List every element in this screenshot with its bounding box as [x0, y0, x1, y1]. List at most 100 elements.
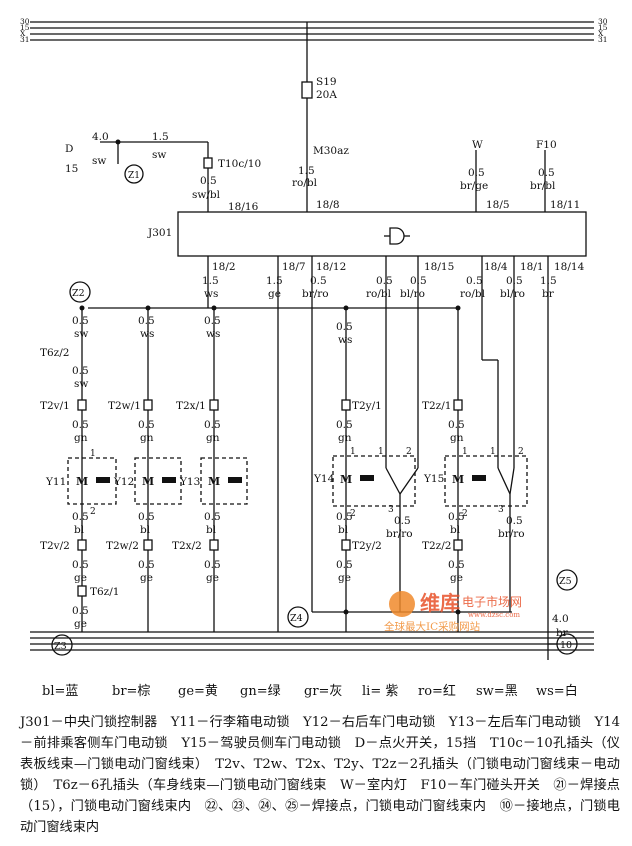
wire-gauge: 0.5 — [538, 167, 555, 179]
legend-item: sw=黑 — [476, 684, 518, 699]
controller-label: J301 — [147, 227, 172, 239]
wire-color: sw — [92, 155, 106, 167]
wire-gauge: 4.0 — [552, 613, 569, 625]
wire-gauge: 0.5 — [204, 559, 221, 571]
legend-item: gn=绿 — [240, 684, 281, 699]
legend-item: ro=红 — [418, 684, 456, 699]
wire-gauge: 0.5 — [72, 511, 89, 523]
wire-color: gn — [74, 432, 88, 444]
connector-label: T2x/2 — [172, 540, 202, 552]
pin-number: 2 — [518, 447, 524, 457]
motor-symbol: M — [76, 475, 88, 488]
figure-caption: J301－中央门锁控制器 Y11－行李箱电动锁 Y12－右后车门电动锁 Y13－… — [20, 715, 620, 835]
pin-number: 1 — [90, 449, 96, 459]
wire-gauge: 0.5 — [448, 419, 465, 431]
ground-point: 10 — [560, 640, 572, 651]
pin-label: 18/2 — [212, 261, 236, 273]
wire-gauge: 0.5 — [204, 419, 221, 431]
wire-gauge: 0.5 — [72, 605, 89, 617]
rail-label-top: 30 — [20, 17, 30, 26]
wire-gauge: 0.5 — [448, 511, 465, 523]
pin-label: 18/7 — [282, 261, 306, 273]
wire-gauge: 0.5 — [336, 321, 353, 333]
motor-name-y11: Y11 — [45, 476, 66, 488]
wire-color: ws — [140, 328, 154, 340]
wire-gauge: 0.5 — [204, 511, 221, 523]
motor-symbol: M — [340, 473, 352, 486]
rail-label-top: 31 — [20, 35, 30, 44]
wire-color: ge — [74, 572, 87, 584]
pin-number: 2 — [350, 509, 356, 519]
pin-number: 1 — [490, 447, 496, 457]
legend-item: ws=白 — [536, 684, 578, 699]
junction-z3: Z3 — [54, 641, 67, 652]
wire-color: ws — [338, 334, 352, 346]
wire-gauge: 0.5 — [138, 511, 155, 523]
fuse-name: S19 — [316, 76, 337, 88]
wire-gauge: 0.5 — [336, 559, 353, 571]
connector-label: W — [472, 139, 483, 151]
watermark-brand: 维库 — [420, 591, 460, 615]
wire-color: gn — [206, 432, 220, 444]
wire-color: ge — [206, 572, 219, 584]
pin-label: 18/15 — [424, 261, 454, 273]
pin-number: 2 — [406, 447, 412, 457]
wire-color: ro/bl — [460, 288, 486, 300]
connector-label: T6z/2 — [40, 347, 69, 359]
legend-item: li= 紫 — [362, 684, 399, 699]
legend-item: ge=黄 — [178, 684, 218, 699]
wire-gauge: 0.5 — [448, 559, 465, 571]
wire-color: bl — [140, 524, 151, 536]
pin-number: 2 — [462, 509, 468, 519]
watermark-url: www.dzsc.com — [468, 611, 520, 619]
connector-label: M30az — [313, 145, 349, 157]
connector-label: T2v/2 — [40, 540, 70, 552]
wire-color: ge — [268, 288, 281, 300]
connector-label: T2v/1 — [40, 400, 70, 412]
wire-gauge: 4.0 — [92, 131, 109, 143]
wire-color: ro/bl — [366, 288, 392, 300]
pin-number: 1 — [350, 447, 356, 457]
wire-color: bl/ro — [500, 288, 525, 300]
connector-label: T6z/1 — [90, 586, 119, 598]
wire-gauge: 1.5 — [266, 275, 283, 287]
rail-label-right: 30 — [598, 17, 608, 26]
wire-color: br — [556, 627, 569, 639]
motor-name-y14: Y14 — [313, 473, 335, 485]
wire-color: br/ro — [302, 288, 329, 300]
watermark-logo-icon — [389, 591, 415, 617]
rail-label-top: 15 — [20, 23, 30, 32]
pin-label: 18/12 — [316, 261, 346, 273]
wire-gauge: 0.5 — [72, 419, 89, 431]
motor-symbol: M — [208, 475, 220, 488]
pin-label: 18/5 — [486, 199, 510, 211]
pin-label: 18/11 — [550, 199, 580, 211]
wire-gauge: 0.5 — [138, 559, 155, 571]
pin-number: 1 — [462, 447, 468, 457]
wire-color: ws — [204, 288, 218, 300]
pin-label: 18/16 — [228, 201, 259, 213]
ignition-terminal-num: 15 — [65, 163, 78, 175]
wire-gauge: 1.5 — [298, 165, 315, 177]
motor-symbol: M — [452, 473, 464, 486]
connector-label: T2y/1 — [352, 400, 382, 412]
legend-item: bl=蓝 — [42, 684, 79, 699]
wire-gauge: 0.5 — [138, 419, 155, 431]
wire-gauge: 0.5 — [410, 275, 427, 287]
rail-label-right: 31 — [598, 35, 608, 44]
wire-color: gn — [450, 432, 464, 444]
wire-color: ge — [140, 572, 153, 584]
connector-label: T2x/1 — [176, 400, 206, 412]
ignition-terminal: D — [65, 143, 73, 155]
pin-number: 3 — [498, 505, 504, 515]
wire-gauge: 0.5 — [72, 315, 89, 327]
wire-gauge: 0.5 — [72, 559, 89, 571]
wire-gauge: 0.5 — [336, 511, 353, 523]
wire-color: gn — [140, 432, 154, 444]
wire-gauge: 0.5 — [468, 167, 485, 179]
connector-label: T2w/2 — [106, 540, 139, 552]
junction-z4: Z4 — [290, 613, 303, 624]
wire-color: bl — [206, 524, 217, 536]
wire-color: ws — [206, 328, 220, 340]
wire-gauge: 0.5 — [72, 365, 89, 377]
